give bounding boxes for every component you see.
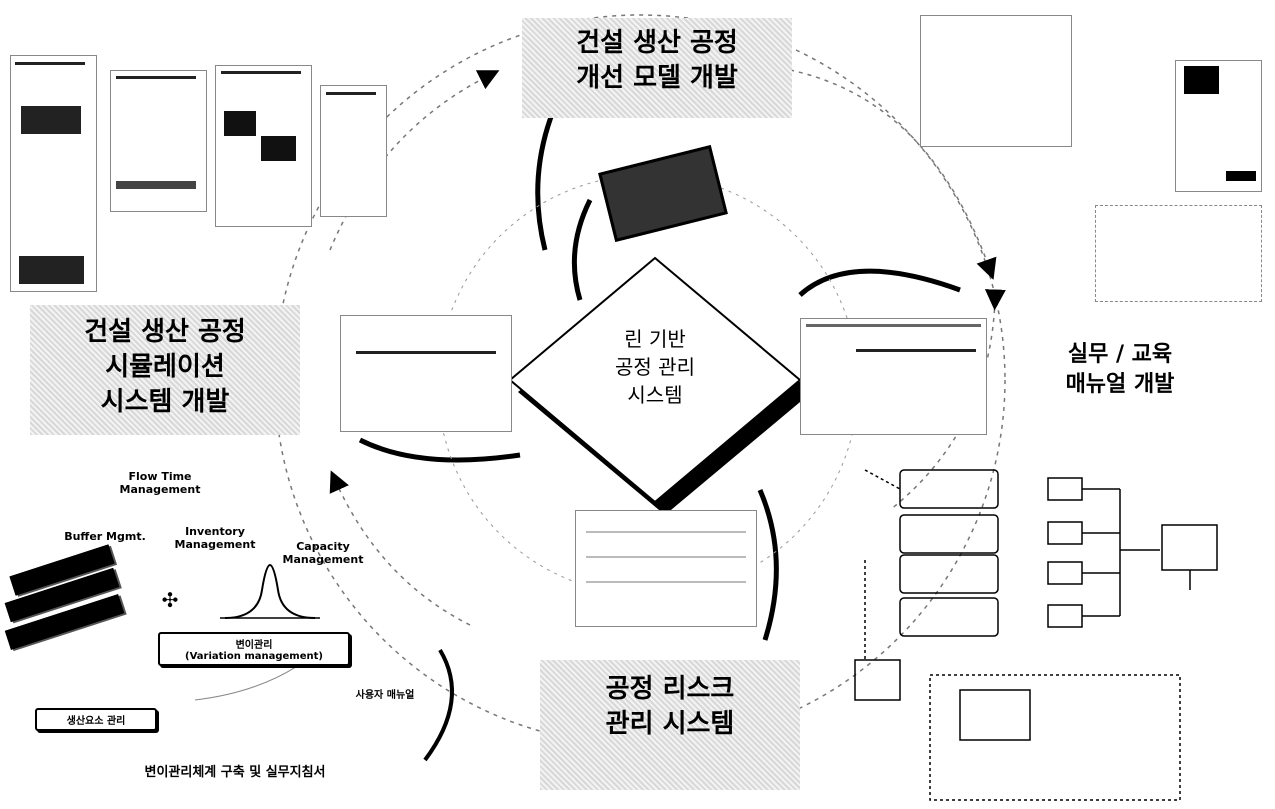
left-label: 건설 생산 공정 시뮬레이션 시스템 개발 [30, 305, 300, 435]
screenshot-thumb-2 [110, 70, 207, 212]
center-label-line2: 공정 관리 [615, 355, 695, 379]
screenshot-thumb-3 [215, 65, 312, 227]
arrow-top-right [789, 69, 997, 280]
inventory-label: Inventory Management [174, 525, 256, 552]
screenshot-thumb-6 [1175, 60, 1262, 192]
inner-arc-3 [798, 268, 961, 297]
inner-arc-1 [535, 93, 563, 251]
left-label-line1: 건설 생산 공정 [84, 317, 246, 347]
inner-arc-5 [757, 489, 779, 641]
variation-box: 변이관리 (Variation management) [158, 632, 350, 666]
production-box: 생산요소 관리 [35, 708, 157, 731]
center-label: 린 기반 공정 관리 시스템 [565, 325, 745, 409]
screenshot-thumb-1 [10, 55, 97, 292]
bottom-label-line2: 관리 시스템 [605, 709, 735, 740]
left-label-line2: 시뮬레이션 [105, 352, 225, 383]
inner-arc-6 [423, 648, 454, 762]
inner-arc-2 [571, 198, 593, 301]
footer-label: 변이관리체계 구축 및 실무지침서 [144, 765, 326, 780]
bottom-label-line1: 공정 리스크 [605, 674, 735, 704]
bell-curve [224, 563, 316, 619]
capacity-label: Capacity Management [282, 540, 364, 567]
screenshot-thumb-4 [320, 85, 387, 217]
top-label: 건설 생산 공정 개선 모델 개발 [522, 18, 792, 118]
center-label-line3: 시스템 [627, 383, 683, 407]
screenshot-thumb-7 [1095, 205, 1262, 302]
top-label-line2: 개선 모델 개발 [576, 63, 738, 94]
user-manual-label: 사용자 매뉴얼 [355, 690, 415, 701]
bottom-label: 공정 리스크 관리 시스템 [540, 660, 800, 790]
screenshot-thumb-5 [920, 15, 1072, 147]
buffer-mgmt-label: Buffer Mgmt. [64, 530, 146, 543]
right-label-line2: 매뉴얼 개발 [1065, 371, 1175, 397]
top-label-line1: 건설 생산 공정 [576, 28, 738, 58]
inner-arc-4 [358, 437, 521, 463]
inner-screen-left [340, 315, 512, 432]
left-label-line3: 시스템 개발 [100, 387, 230, 418]
inner-screen-bottom [575, 510, 757, 627]
network-icon: ✣ [161, 588, 179, 612]
flow-time-label: Flow Time Management [119, 470, 201, 497]
right-block-diagram [854, 469, 1218, 801]
right-label-line1: 실무 / 교육 [1067, 342, 1173, 367]
center-diamond [508, 256, 802, 504]
center-label-line1: 린 기반 [624, 327, 686, 351]
inner-screen-right [800, 318, 987, 435]
right-label: 실무 / 교육 매뉴얼 개발 [1010, 340, 1230, 399]
